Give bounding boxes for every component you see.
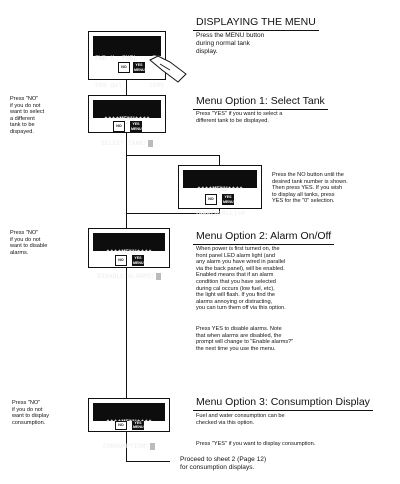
yes-menu-button[interactable]: YES MENU <box>130 121 142 132</box>
section-body: Press the NO button until the desired ta… <box>272 172 348 205</box>
section-body: Press the MENU button during normal tank… <box>196 32 265 55</box>
alarm-display-panel: ****MENU**** DISABLE ALARMS? NO YES MENU <box>88 228 170 280</box>
screen-line-1: ****MENU**** <box>105 249 153 256</box>
pointing-hand-icon <box>149 55 187 83</box>
tank-number-panel: ****MENU**** TNK#(0=ALL)>0 NO YES MENU <box>178 165 262 217</box>
screen-line-2: TNK#(0=ALL)>0 <box>195 210 245 217</box>
no-button[interactable]: NO <box>113 121 125 132</box>
section-body-note: Press YES to disable alarms. Note that w… <box>196 326 294 352</box>
screen-line-1: ****MENU**** <box>196 186 244 193</box>
consumption-screen: ****MENU**** CONSUMPTION? <box>93 403 165 450</box>
yes-menu-button[interactable]: YES MENU <box>132 421 144 430</box>
no-button[interactable]: NO <box>118 62 130 73</box>
consumption-display-panel: ****MENU**** CONSUMPTION? NO YES MENU <box>88 398 170 450</box>
section-body: Press "YES" if you want to select a diff… <box>196 111 283 124</box>
tank-display-screen: FWD K. FUEL T03 500 gal 100% <box>93 36 164 89</box>
yes-menu-button[interactable]: YES MENU <box>132 255 144 266</box>
screen-line-2: SELECT TANK? <box>93 140 161 148</box>
yes-menu-button[interactable]: YES MENU <box>222 194 234 205</box>
menu-screen: ****MENU**** SELECT TANK? <box>93 100 161 147</box>
tank-display-panel: FWD K. FUEL T03 500 gal 100% NO YES MENU <box>88 31 166 89</box>
side-note: Press "NO" if you do not want to select … <box>10 96 45 135</box>
connector-line <box>126 213 220 214</box>
side-note: Press "NO" if you do not want to disable… <box>10 230 48 256</box>
no-button[interactable]: NO <box>115 255 127 266</box>
connector-line <box>126 79 127 95</box>
section-body-note: Press "YES" if you want to display consu… <box>196 441 316 447</box>
connector-line <box>126 461 170 462</box>
connector-line <box>126 155 220 156</box>
connector-line <box>126 266 127 398</box>
no-button[interactable]: NO <box>205 194 217 205</box>
side-note: Press "NO" if you do not want to display… <box>12 400 50 426</box>
section-heading: Menu Option 1: Select Tank <box>193 95 328 110</box>
tank-number-screen: ****MENU**** TNK#(0=ALL)>0 <box>183 170 257 217</box>
yes-menu-button[interactable]: YES MENU <box>133 62 145 73</box>
alarm-screen: ****MENU**** DISABLE ALARMS? <box>93 233 165 280</box>
screen-line-2: DISABLE ALARMS? <box>93 273 165 281</box>
section-body: Fuel and water consumption can be checke… <box>196 413 285 426</box>
menu-display-panel: ****MENU**** SELECT TANK? NO YES MENU <box>88 95 166 147</box>
screen-line-2: CONSUMPTION? <box>93 443 165 451</box>
section-heading: Menu Option 3: Consumption Display <box>193 396 373 411</box>
screen-line-2: 500 gal 100% <box>95 82 165 89</box>
screen-line-1: ****MENU**** <box>105 419 153 426</box>
section-body: When power is first turned on, the front… <box>196 246 286 312</box>
connector-line <box>126 430 127 461</box>
screen-line-1: ****MENU**** <box>103 116 151 123</box>
connector-line <box>126 131 127 228</box>
section-heading: DISPLAYING THE MENU <box>193 16 319 31</box>
connector-line <box>219 155 220 165</box>
section-heading: Menu Option 2: Alarm On/Off <box>193 230 335 245</box>
connector-line <box>219 207 220 213</box>
proceed-note: Proceed to sheet 2 (Page 12) for consump… <box>180 456 267 471</box>
no-button[interactable]: NO <box>115 421 127 430</box>
